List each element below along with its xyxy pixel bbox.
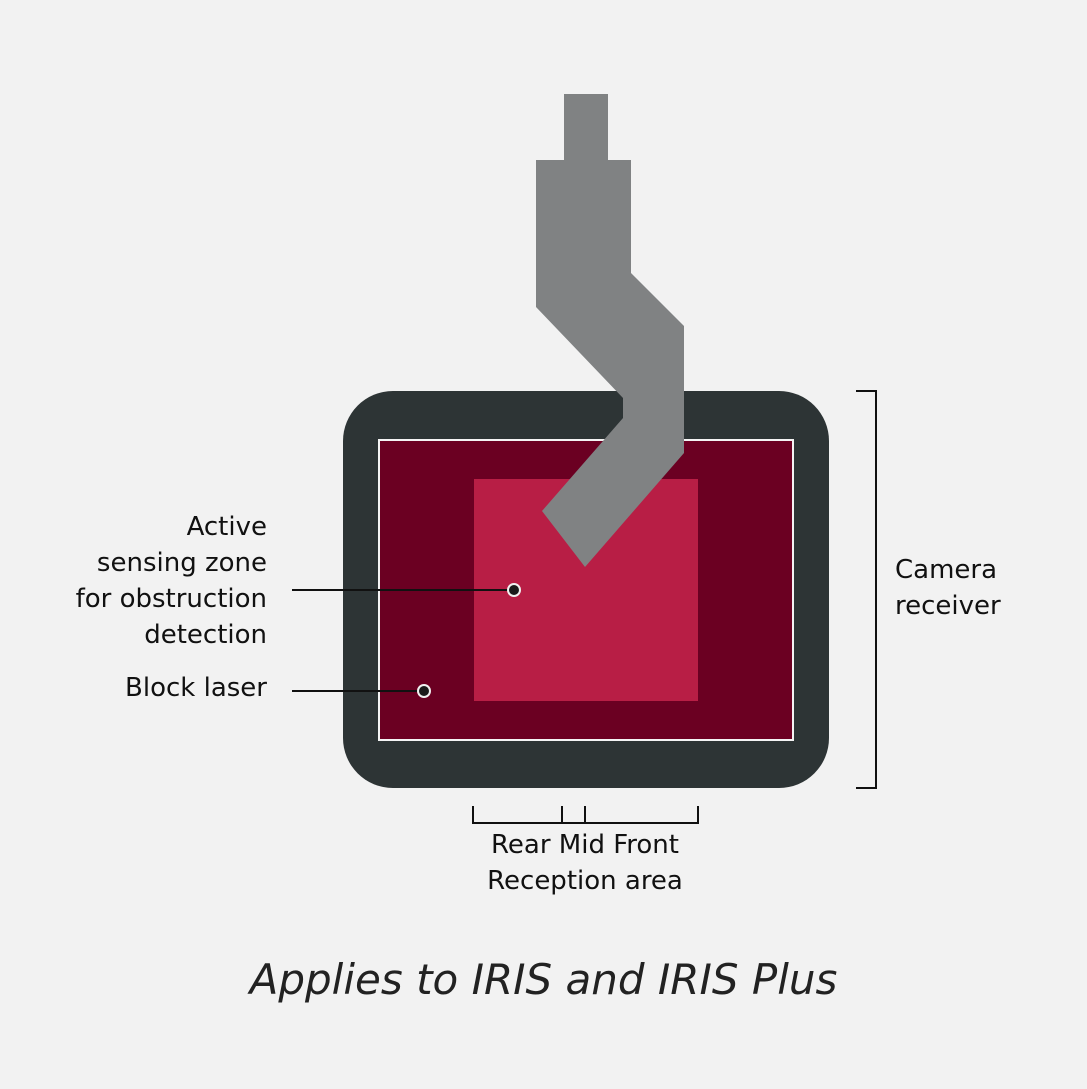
camera-receiver-label-line: receiver bbox=[895, 591, 1001, 621]
active-zone-leader-dot bbox=[507, 583, 521, 597]
camera-receiver-label-line: Camera bbox=[895, 555, 998, 585]
active-zone-label-line: Active bbox=[186, 512, 267, 542]
reception-area-bracket bbox=[472, 806, 699, 824]
rear-mid-front-label: Rear Mid Front bbox=[491, 830, 679, 860]
reception-area-label: Reception area bbox=[487, 866, 683, 896]
camera-receiver-bracket bbox=[856, 390, 877, 789]
active-sensing-zone-label: Active sensing zone for obstruction dete… bbox=[40, 509, 267, 653]
active-zone-label-line: detection bbox=[144, 620, 267, 650]
footer-note: Applies to IRIS and IRIS Plus bbox=[249, 955, 838, 1004]
camera-receiver-label: Camera receiver bbox=[895, 552, 1045, 624]
block-laser-label: Block laser bbox=[125, 673, 267, 703]
press-brake-tool bbox=[536, 94, 684, 567]
active-zone-label-line: for obstruction bbox=[75, 584, 267, 614]
active-zone-label-line: sensing zone bbox=[96, 548, 267, 578]
block-laser-leader-dot bbox=[417, 684, 431, 698]
